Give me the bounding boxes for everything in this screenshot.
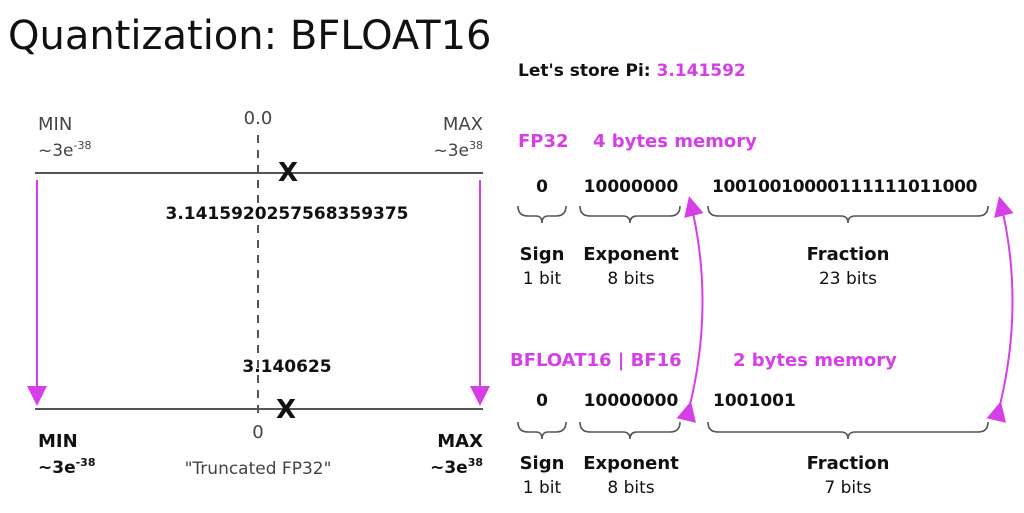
truncated-caption: "Truncated FP32" bbox=[184, 459, 332, 479]
fraction-link-arrow bbox=[986, 196, 1014, 423]
bf16-fraction-size: 7 bits bbox=[824, 478, 872, 498]
bf16-sign-size: 1 bit bbox=[522, 478, 562, 498]
braces bbox=[517, 205, 989, 440]
fp32-name: FP32 bbox=[518, 131, 569, 152]
min-value-top: ~3e-38 bbox=[38, 139, 92, 161]
bf16-memory: 2 bytes memory bbox=[733, 350, 897, 371]
pi-value: 3.141592 bbox=[656, 61, 746, 81]
pi-label: Let's store Pi: bbox=[518, 61, 651, 81]
zero-label-bottom: 0 bbox=[252, 422, 264, 443]
pi-heading: Let's store Pi: 3.141592 bbox=[518, 63, 746, 80]
bf16-fraction-bits: 1001001 bbox=[713, 391, 796, 411]
fp32-fraction-size: 23 bits bbox=[818, 269, 878, 289]
max-value-bottom: ~3e38 bbox=[430, 456, 483, 478]
fp32-memory: 4 bytes memory bbox=[593, 131, 757, 152]
bf16-exponent-label: Exponent bbox=[583, 453, 679, 474]
bf16-value: 3.140625 bbox=[242, 357, 332, 377]
fp32-sign-label: Sign bbox=[519, 244, 565, 265]
fp32-sign-size: 1 bit bbox=[522, 269, 562, 289]
page-title: Quantization: BFLOAT16 bbox=[8, 13, 492, 59]
max-value-top: ~3e38 bbox=[433, 139, 483, 161]
fp32-exponent-size: 8 bits bbox=[607, 269, 655, 289]
bf16-sign-label: Sign bbox=[519, 453, 565, 474]
bf16-exponent-bits: 10000000 bbox=[583, 391, 679, 411]
max-label-top: MAX bbox=[442, 114, 483, 135]
fp32-marker: X bbox=[277, 158, 299, 188]
bf16-fraction-label: Fraction bbox=[806, 453, 890, 474]
fp32-exponent-label: Exponent bbox=[583, 244, 679, 265]
fp32-value: 3.1415920257568359375 bbox=[165, 204, 409, 224]
max-label-bottom: MAX bbox=[437, 431, 483, 452]
fp32-fraction-label: Fraction bbox=[806, 244, 890, 265]
fp32-exponent-bits: 10000000 bbox=[583, 177, 679, 197]
zero-label-top: 0.0 bbox=[243, 108, 273, 129]
bf16-marker: X bbox=[275, 395, 297, 425]
fp32-fraction-bits: 10010010000111111011000 bbox=[712, 177, 978, 197]
bf16-sign-bits: 0 bbox=[536, 391, 548, 411]
bf16-name: BFLOAT16 | BF16 bbox=[510, 350, 682, 371]
min-label-bottom: MIN bbox=[38, 431, 78, 452]
min-value-bottom: ~3e-38 bbox=[38, 456, 96, 478]
fp32-sign-bits: 0 bbox=[536, 177, 548, 197]
exponent-link-arrow bbox=[676, 196, 704, 423]
bf16-exponent-size: 8 bits bbox=[607, 478, 655, 498]
min-label-top: MIN bbox=[38, 114, 73, 135]
